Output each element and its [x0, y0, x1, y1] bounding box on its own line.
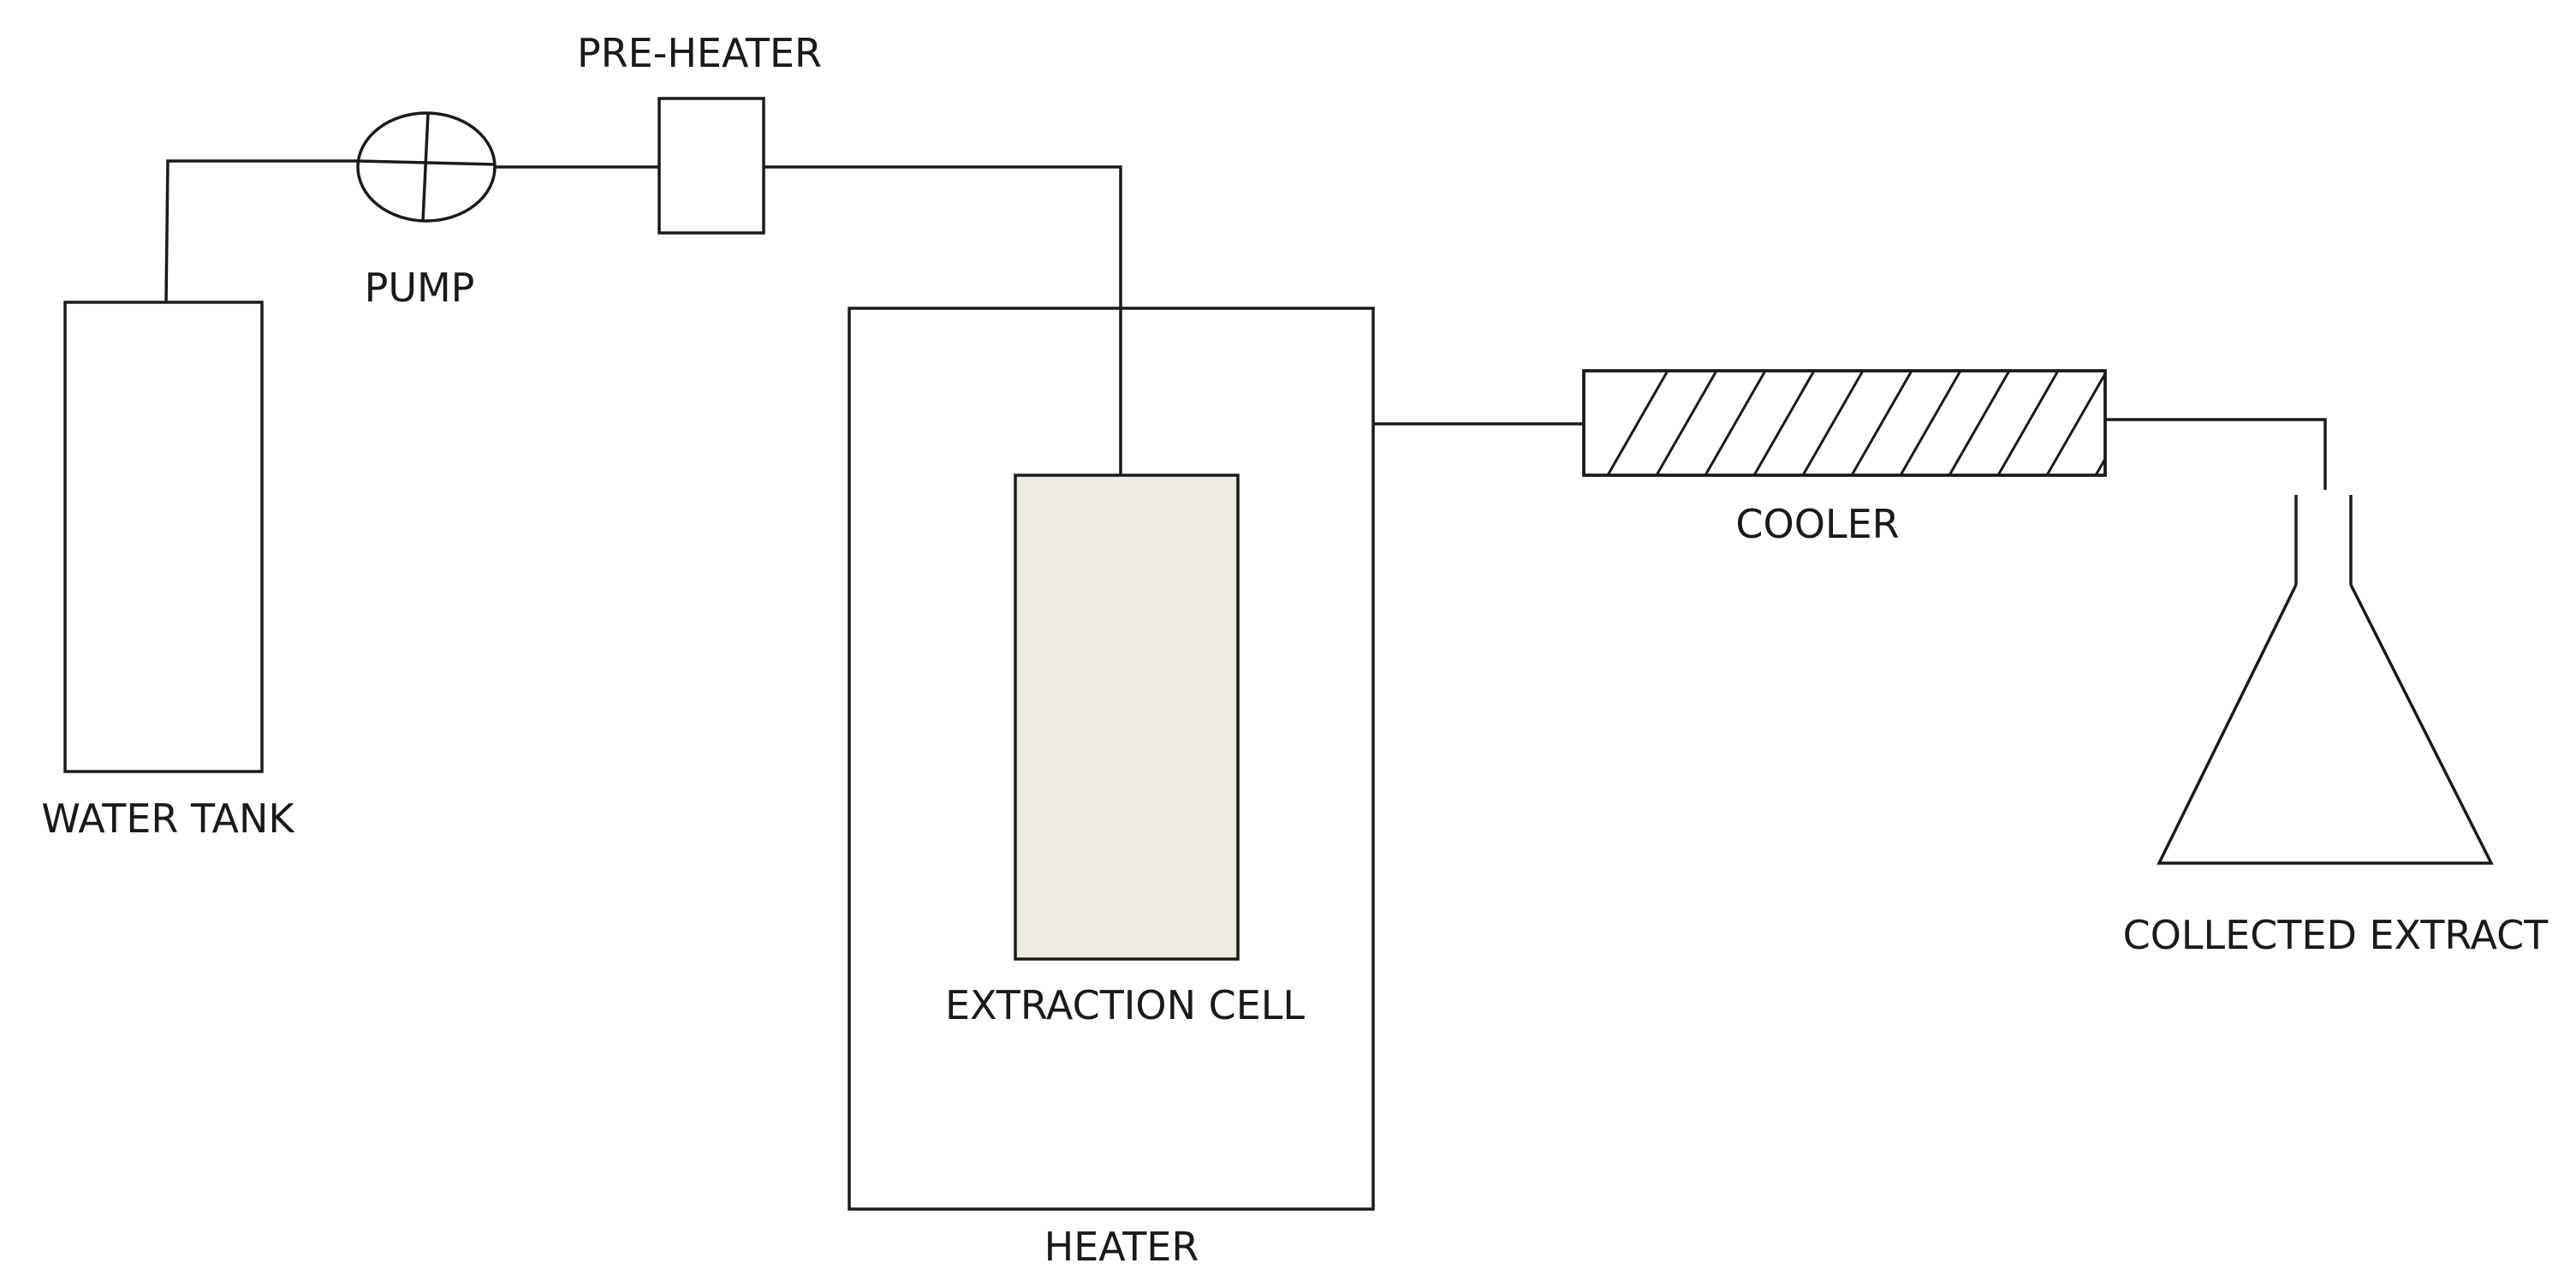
pipe-preheater-to-cell	[764, 165, 1122, 475]
piping	[164, 159, 2327, 490]
cooler-hatch-line	[1899, 371, 1962, 475]
label-pre-heater: PRE-HEATER	[577, 30, 822, 76]
cooler-hatch-line	[1850, 371, 1913, 475]
label-heater: HEATER	[1044, 1224, 1199, 1270]
flask-icon	[2157, 495, 2494, 865]
label-collected-extract: COLLECTED EXTRACT	[2123, 912, 2549, 958]
cooler-hatch-line	[1801, 371, 1865, 475]
cooler-hatch-line	[1948, 371, 2011, 475]
label-extraction-cell: EXTRACTION CELL	[945, 982, 1305, 1028]
cooler	[1582, 369, 2107, 477]
heater	[848, 307, 1375, 1211]
label-pump: PUMP	[365, 265, 475, 311]
cooler-hatch-line	[1996, 371, 2060, 475]
label-cooler: COOLER	[1735, 501, 1899, 547]
cooler-hatch-line	[2045, 371, 2105, 475]
cooler-hatching	[1606, 371, 2105, 475]
cooler-hatch-line	[1752, 371, 1816, 475]
water-tank	[63, 301, 264, 773]
pump-icon	[356, 111, 497, 223]
cooler-hatch-line	[1704, 371, 1767, 475]
pre-heater	[657, 97, 765, 235]
extraction-cell	[1014, 474, 1240, 961]
pipe-tank-to-pump	[164, 159, 358, 303]
label-water-tank: WATER TANK	[41, 795, 295, 842]
pipe-cooler-to-flask	[2105, 418, 2327, 490]
cooler-hatch-line	[1606, 371, 1669, 475]
cooler-hatch-line	[1655, 371, 1718, 475]
